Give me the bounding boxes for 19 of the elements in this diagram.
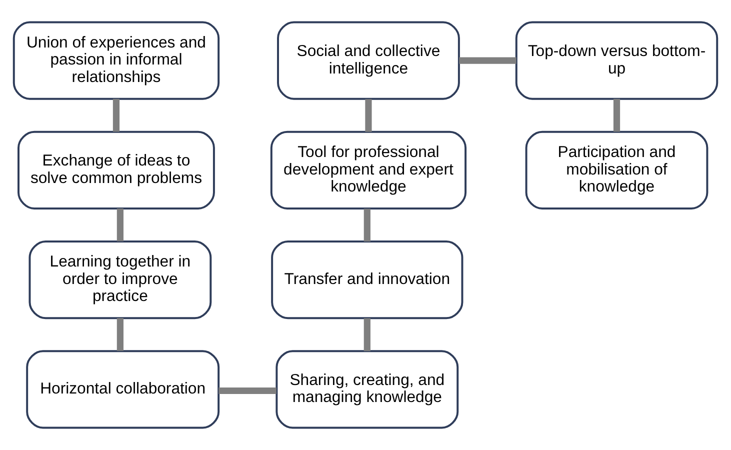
node-box: Union of experiences and passion in informal relationships <box>12 21 220 100</box>
node-box: Transfer and innovation <box>271 240 464 320</box>
connector <box>112 98 120 132</box>
node-box: Exchange of ideas to solve common problems <box>18 130 215 210</box>
node-box: Participation and mobilisation of knowledge <box>525 130 708 210</box>
connector <box>365 99 372 132</box>
connector <box>116 318 124 351</box>
connector <box>364 318 370 352</box>
node-box: Top-down versus bottom-up <box>515 21 718 100</box>
connector <box>116 208 124 242</box>
node-box: Social and collective intelligence <box>277 21 460 100</box>
connector <box>218 387 276 394</box>
connector <box>364 208 370 242</box>
node-box: Horizontal collaboration <box>26 350 220 429</box>
node-box: Learning together in order to improve practice <box>28 240 212 320</box>
connector <box>613 98 620 132</box>
node-box: Tool for professional development and expert knowledge <box>270 130 467 210</box>
node-box: Sharing, creating, and managing knowledge <box>276 350 459 429</box>
connector <box>459 57 516 64</box>
